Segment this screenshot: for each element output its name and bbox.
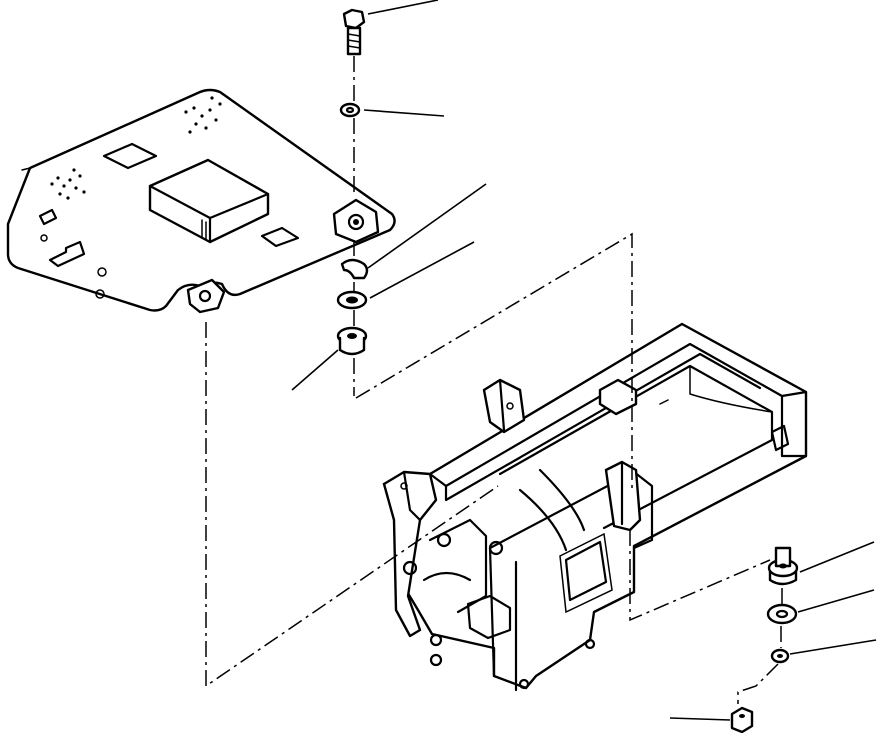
washer-top — [339, 102, 361, 118]
plate-pad-right — [260, 226, 300, 248]
assembly-line-right — [355, 232, 633, 490]
bolt — [342, 8, 366, 56]
plate-marking-right — [184, 96, 222, 134]
frame-mount-hole-6 — [584, 638, 596, 650]
plate-hole-3 — [40, 234, 48, 242]
washer-lower — [766, 603, 798, 625]
plate-bracket-front — [186, 278, 226, 314]
rubber-mount-upper — [336, 326, 368, 356]
leader-bolt — [367, 0, 439, 15]
plate-hole-2 — [95, 289, 105, 299]
plate-l-cutout — [48, 240, 86, 268]
plate-pad-left — [102, 142, 158, 170]
assembly-line-left — [205, 322, 499, 688]
leader-rubber-mount-lower — [799, 541, 875, 573]
leader-washer-lower — [797, 589, 875, 613]
frame-mount-hole-1 — [436, 532, 452, 548]
centerline-bottom — [737, 588, 783, 704]
plate-marking-left — [50, 168, 86, 200]
frame-mount-hole-2 — [488, 540, 504, 556]
control-box — [148, 158, 270, 244]
assembly-line-frame — [629, 530, 771, 622]
rubber-mount-lower — [767, 546, 799, 586]
leader-washer-mid — [369, 241, 475, 299]
plate-slot — [38, 208, 58, 226]
leader-nut — [669, 717, 731, 721]
plate-hole-1 — [97, 267, 107, 277]
washer-mid — [336, 290, 368, 310]
frame-front-bracket — [382, 470, 438, 638]
frame-bracket — [382, 322, 808, 692]
nut — [730, 706, 754, 734]
frame-post-mid — [598, 378, 638, 416]
frame-end-hole — [770, 424, 790, 452]
leader-clip — [367, 183, 487, 269]
frame-mount-hole-7 — [518, 678, 530, 690]
frame-mount-hole-4 — [429, 633, 443, 647]
clip — [340, 258, 369, 280]
leader-washer-top — [363, 109, 445, 117]
leader-rubber-mount-upper — [291, 349, 339, 391]
frame-side-window — [564, 540, 608, 602]
leader-washer-small — [789, 639, 877, 655]
frame-mount-hole-3 — [402, 560, 418, 576]
washer-small — [770, 648, 790, 664]
frame-mount-hole-5 — [429, 653, 443, 667]
